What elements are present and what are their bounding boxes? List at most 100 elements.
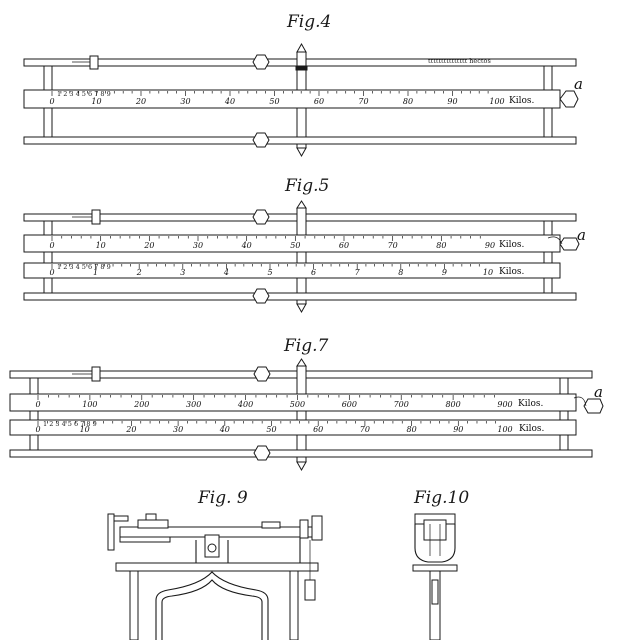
fig7-rider [91,366,101,382]
fig10-title: Fig.10 [413,488,469,508]
fig7-knob[interactable] [583,398,604,414]
fig7-upper-tick-label: 800 [445,400,460,409]
fig5-lower-tick-label: 2 [136,268,142,277]
fig5-bottom-nut [252,288,270,304]
fig5-letter-a: a [577,226,586,244]
fig4-bottom-rod [23,136,577,145]
fig9-left-upright [107,513,115,551]
fig5-lower-tick-label: 8 [398,268,403,277]
fig7-lower-tick-label: 20 [125,425,136,434]
fig5-upper-tick-label: 60 [339,241,349,250]
fig5-lower-tick-label: 9 [442,268,447,277]
fig9-left-leg [129,570,139,640]
fig5-rider [91,209,101,225]
fig7-lower-tick-label: 0 [35,425,40,434]
fig4-letter-a: a [574,75,583,93]
fig5-lower-beam [23,262,561,279]
fig7-bottom-nut [253,445,271,461]
fig7-lower-unit: Kilos. [519,424,545,434]
fig4-tick-label: 50 [269,97,279,106]
fig9-right-upright [311,515,323,541]
fig7-right-post [559,377,569,454]
fig9-title: Fig. 9 [197,488,248,508]
fig7-bottom-rod [9,449,593,458]
fig4-bottom-nut [252,132,270,148]
fig4-tick-label: 30 [180,97,190,106]
fig5-knob[interactable] [559,237,580,251]
fig7-lower-fine-graduation: 1 2 3 4 5 6 7 8 9 [43,420,97,428]
fig7-lower-tick-label: 60 [313,425,323,434]
fig7-lower-tick-label: 80 [407,425,417,434]
fig4-tick-label: 100 [489,97,504,106]
fig5-upper-tick-label: 90 [485,241,495,250]
fig4-tick-label: 20 [135,97,146,106]
fig7-top-nut [253,366,271,382]
fig5-upper-unit: Kilos. [499,240,525,250]
fig4-tick-label: 0 [49,97,54,106]
fig7-lower-beam [9,419,577,436]
fig4-top-nut [252,54,270,70]
fig9-weight-box [137,519,169,529]
fig5-lower-fine-graduation: 1 2 3 4 5 6 7 8 9 [57,263,111,271]
fig9-right-leg [289,570,299,640]
fig5-upper-tick-label: 0 [49,241,54,250]
fig5-lower-tick-label: 6 [311,268,316,277]
fig7-upper-tick-label: 700 [394,400,409,409]
fig10-table-top [412,564,458,572]
fig4-top-label: ttttttttttttttt hectos [428,57,491,65]
fig5-title: Fig.5 [284,176,329,196]
fig5-top-nut [252,209,270,225]
fig5-lower-unit: Kilos. [499,267,525,277]
fig4-knob[interactable] [559,90,579,108]
fig5-upper-tick-label: 30 [193,241,203,250]
fig7-upper-tick-label: 100 [82,400,97,409]
fig5-lower-tick-label: 0 [49,268,54,277]
fig4-tick-label: 70 [358,97,368,106]
figure-9: Fig. 9 [107,488,323,640]
fig4-unit: Kilos. [509,96,535,106]
figure-10: Fig.10 [412,488,469,640]
fig5-lower-tick-label: 4 [223,268,229,277]
fig4-tick-label: 60 [314,97,324,106]
fig7-upper-tick-label: 300 [186,400,201,409]
fig7-title: Fig.7 [283,336,329,356]
fig5-lower-tick-label: 7 [355,268,361,277]
fig7-upper-tick-label: 900 [497,400,512,409]
fig5-lower-tick-label: 10 [483,268,493,277]
fig7-lower-tick-label: 10 [80,425,90,434]
fig7-lower-tick-label: 30 [173,425,183,434]
fig7-lower-tick-label: 40 [219,425,230,434]
fig5-lower-tick-label: 3 [180,268,185,277]
fig7-left-post [29,377,39,454]
fig5-upper-tick-label: 80 [436,241,446,250]
fig5-upper-tick-label: 50 [290,241,300,250]
fig4-title: Fig.4 [286,12,331,32]
fig10-yoke [414,524,456,563]
fig7-upper-tick-label: 500 [290,400,305,409]
fig5-upper-tick-label: 70 [388,241,398,250]
fig10-leg [429,570,441,640]
fig7-upper-tick-label: 400 [237,400,253,409]
fig5-upper-tick-label: 10 [96,241,106,250]
fig7-lower-tick-label: 100 [497,425,512,434]
fig7-center-spindle [296,365,307,463]
fig7-lower-tick-label: 70 [360,425,370,434]
fig5-lower-tick-label: 5 [267,268,272,277]
fig4-tick-label: 90 [447,97,457,106]
fig7-upper-beam [9,393,577,412]
fig5-upper-tick-label: 40 [241,241,252,250]
fig9-arch [155,571,269,640]
fig4-rider [89,55,99,70]
fig7-letter-a: a [594,383,603,401]
fig4-fine-graduation: 1 2 3 4 5 6 7 8 9 [57,90,111,98]
fig7-upper-tick-label: 0 [35,400,40,409]
fig7-lower-tick-label: 50 [266,425,276,434]
fig4-tick-label: 10 [91,97,101,106]
fig5-center-spindle [296,207,307,305]
